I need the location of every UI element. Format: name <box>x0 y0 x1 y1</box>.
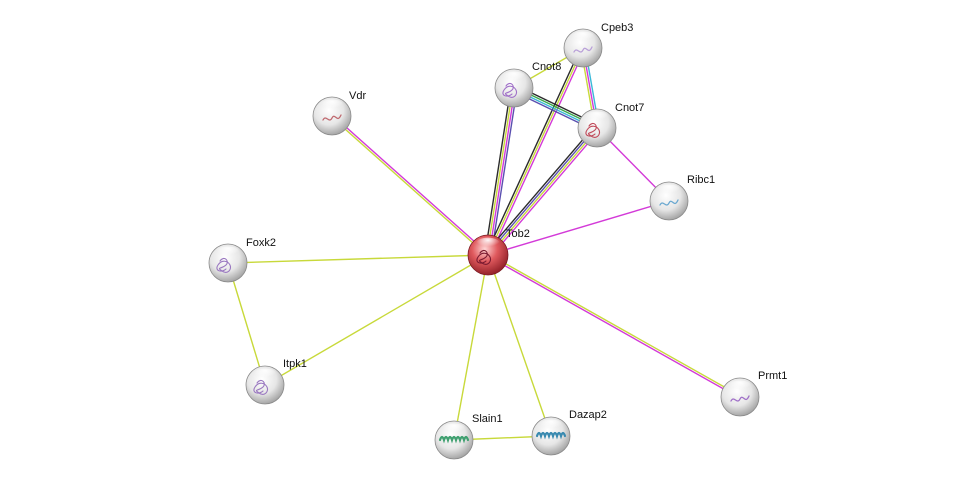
node-label: Ribc1 <box>687 174 715 186</box>
node-highlight <box>216 246 240 259</box>
node-tob2[interactable]: Tob2 <box>467 228 530 276</box>
node-label: Slain1 <box>472 413 503 425</box>
edge-line-yellow <box>453 254 489 441</box>
node-label: Cnot7 <box>615 102 644 114</box>
edge-foxk2-itpk1[interactable] <box>227 262 266 386</box>
edge-tob2-itpk1[interactable] <box>264 254 489 386</box>
node-dazap2[interactable]: Dazap2 <box>531 409 607 456</box>
node-highlight <box>475 237 501 251</box>
edge-line-magenta <box>487 255 740 399</box>
edge-line-yellow <box>488 253 741 397</box>
edge-line-magenta <box>332 114 490 255</box>
node-label: Tob2 <box>506 228 530 240</box>
node-cnot7[interactable]: Cnot7 <box>577 102 644 148</box>
node-highlight <box>539 419 563 432</box>
node-label: Dazap2 <box>569 409 607 421</box>
edge-line-magenta <box>489 129 600 258</box>
node-itpk1[interactable]: Itpk1 <box>245 358 307 405</box>
edge-line-black <box>484 87 512 255</box>
edge-line-magenta <box>489 48 586 257</box>
node-highlight <box>657 184 681 197</box>
edge-tob2-vdr[interactable] <box>330 114 490 257</box>
edge-tob2-ribc1[interactable] <box>487 200 670 256</box>
edge-tob2-cnot8[interactable] <box>484 87 518 256</box>
edge-line-yellow <box>330 116 488 257</box>
node-cpeb3[interactable]: Cpeb3 <box>563 22 633 68</box>
node-slain1[interactable]: Slain1 <box>434 413 503 460</box>
edge-line-magenta <box>487 200 670 256</box>
node-vdr[interactable]: Vdr <box>312 90 366 136</box>
node-foxk2[interactable]: Foxk2 <box>208 237 276 283</box>
edge-tob2-dazap2[interactable] <box>487 254 552 437</box>
edge-line-black <box>485 125 596 254</box>
node-highlight <box>585 111 609 124</box>
node-prmt1[interactable]: Prmt1 <box>720 370 787 417</box>
protein-structure-icon <box>659 199 679 206</box>
node-label: Foxk2 <box>246 237 276 249</box>
node-highlight <box>502 71 526 84</box>
node-cnot8[interactable]: Cnot8 <box>494 61 561 108</box>
node-ribc1[interactable]: Ribc1 <box>649 174 715 221</box>
edge-tob2-foxk2[interactable] <box>227 254 489 264</box>
protein-structure-icon <box>535 431 567 440</box>
protein-structure-icon <box>502 82 518 98</box>
node-label: Cnot8 <box>532 61 561 73</box>
edge-line-yellow <box>488 128 599 257</box>
protein-structure-icon <box>730 395 750 402</box>
edge-line-yellow <box>486 87 514 255</box>
edge-tob2-cpeb3[interactable] <box>485 46 586 257</box>
edge-line-magenta <box>488 88 516 256</box>
protein-structure-icon <box>253 379 269 395</box>
edge-line-yellow <box>264 254 489 386</box>
edge-line-yellow <box>487 254 552 437</box>
node-highlight <box>442 423 466 436</box>
edge-line-purple <box>490 88 518 256</box>
edge-line-yellow <box>487 47 584 256</box>
protein-structure-icon <box>573 46 593 53</box>
edge-line-yellow <box>227 262 266 386</box>
edge-tob2-prmt1[interactable] <box>487 253 741 399</box>
edge-line-purple <box>486 126 597 255</box>
node-label: Itpk1 <box>283 358 307 370</box>
node-label: Cpeb3 <box>601 22 633 34</box>
protein-structure-icon <box>322 114 342 121</box>
protein-structure-icon <box>216 257 232 273</box>
node-highlight <box>320 99 344 112</box>
protein-structure-icon <box>438 435 470 444</box>
node-label: Vdr <box>349 90 366 102</box>
edge-line-yellow <box>227 254 489 264</box>
node-highlight <box>253 368 277 381</box>
node-highlight <box>571 31 595 44</box>
protein-structure-icon <box>585 122 601 138</box>
edge-tob2-cnot7[interactable] <box>485 125 600 258</box>
edge-tob2-slain1[interactable] <box>453 254 489 441</box>
protein-structure-icon <box>476 249 492 265</box>
node-highlight <box>728 380 752 393</box>
node-label: Prmt1 <box>758 370 787 382</box>
edge-line-black <box>485 46 582 255</box>
